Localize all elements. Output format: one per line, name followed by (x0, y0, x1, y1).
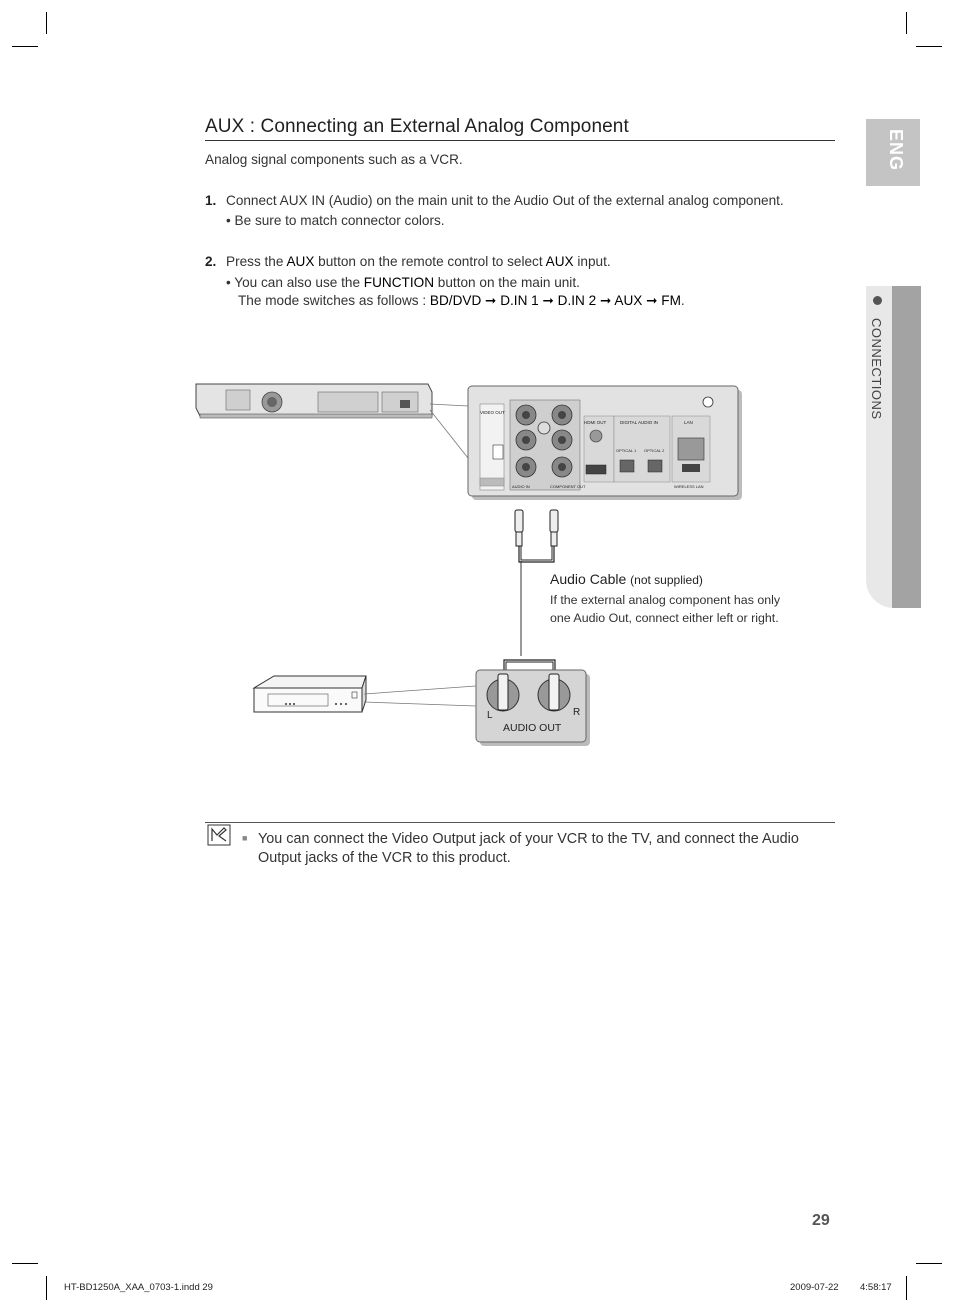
footer-file: HT-BD1250A_XAA_0703-1.indd 29 (64, 1282, 213, 1293)
label-audio-l: L (487, 710, 493, 721)
audio-cable (518, 546, 555, 563)
audio-cable-title: Audio Cable (not supplied) (550, 571, 703, 587)
label-wireless-lan: WIRELESS LAN (674, 484, 704, 489)
page-title: AUX : Connecting an External Analog Comp… (205, 116, 629, 137)
crop-mark (906, 1276, 907, 1300)
label-audio-out: AUDIO OUT (503, 722, 562, 734)
label-audio-r: R (573, 707, 580, 718)
label-digital-audio-in: DIGITAL AUDIO IN (620, 420, 658, 425)
audio-cable-note: If the external analog component has onl… (550, 593, 781, 625)
cable-plug-top (514, 509, 559, 547)
language-tab-label: ENG (886, 129, 906, 172)
label-optical-2: OPTICAL 2 (644, 448, 665, 453)
note-rule (205, 822, 835, 823)
step-1-number: 1. (205, 193, 217, 208)
crop-mark (916, 46, 942, 47)
footer-date: 2009-07-22 (790, 1282, 839, 1293)
crop-mark (916, 1263, 942, 1264)
intro-text: Analog signal components such as a VCR. (205, 152, 463, 167)
vcr-device-icon (252, 675, 367, 713)
audio-cable (520, 546, 553, 561)
audio-out-panel (475, 669, 590, 746)
main-unit-icon (195, 383, 433, 419)
page-number: 29 (812, 1212, 830, 1229)
section-tab-light (866, 286, 894, 608)
step-2-mode-sequence: The mode switches as follows : BD/DVD ➞ … (238, 293, 685, 308)
step-1-bullet: • Be sure to match connector colors. (226, 213, 445, 228)
callout-line (363, 685, 477, 695)
step-2-number: 2. (205, 254, 217, 269)
label-optical-1: OPTICAL 1 (616, 448, 637, 453)
label-component-out: COMPONENT OUT (550, 484, 586, 489)
title-rule (205, 140, 835, 141)
connection-diagram: VIDEO OUT HDMI OUT DIGITAL AUDIO IN LAN … (195, 383, 742, 746)
crop-mark (12, 46, 38, 47)
language-tab: ENG (866, 119, 920, 186)
label-video-out: VIDEO OUT (480, 410, 505, 415)
note-bullet: ■ (242, 833, 248, 843)
rear-panel-zoom (467, 385, 742, 500)
label-lan: LAN (684, 420, 693, 425)
section-tab-label: CONNECTIONS (869, 318, 884, 420)
callout-line (363, 701, 477, 707)
step-1-text: Connect AUX IN (Audio) on the main unit … (226, 193, 784, 208)
label-hdmi-out: HDMI OUT (584, 420, 606, 425)
audio-cable (505, 661, 554, 676)
crop-mark (46, 1276, 47, 1300)
note-text: You can connect the Video Output jack of… (258, 831, 799, 866)
section-tab-dark (892, 286, 921, 608)
section-bullet-icon (873, 296, 882, 305)
step-2-bullet: • You can also use the FUNCTION button o… (226, 275, 580, 290)
crop-mark (906, 12, 907, 34)
callout-line (429, 409, 469, 459)
crop-mark (46, 12, 47, 34)
note-icon (207, 824, 231, 846)
footer-time: 4:58:17 (860, 1282, 892, 1293)
crop-mark (12, 1263, 38, 1264)
label-audio-in: AUDIO IN (512, 484, 530, 489)
callout-line (429, 403, 469, 407)
step-2-text: Press the AUX button on the remote contr… (226, 254, 611, 269)
audio-cable (503, 659, 556, 676)
